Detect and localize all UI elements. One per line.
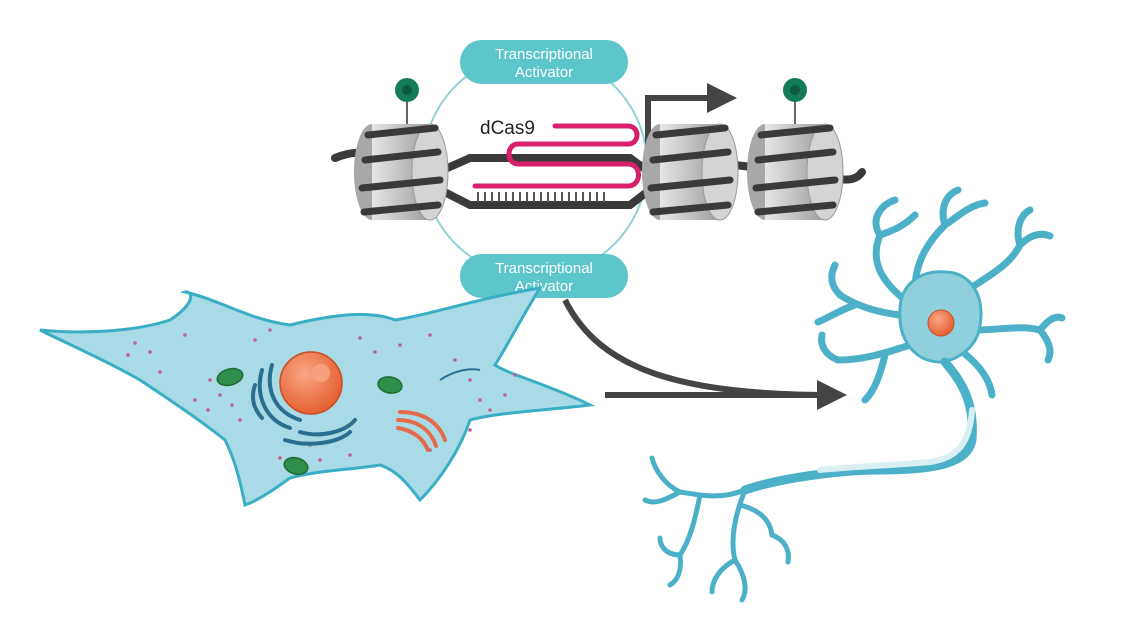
dcas9-label: dCas9 [480,118,535,139]
activator-top: Transcriptional Activator [460,40,628,84]
nucleosome-right-1 [642,123,739,221]
endoplasmic-reticulum [251,363,357,446]
nucleosome-left [354,78,449,221]
mitochondria [216,367,403,476]
transcription-arrow [645,83,737,150]
activator-top-line1: Transcriptional [495,46,593,63]
fibroblast-cell [39,285,596,507]
activator-bottom-line1: Transcriptional [495,260,593,277]
dcas9-guide-rna [472,123,641,189]
fibroblast-nucleus [279,351,343,415]
golgi-apparatus [396,410,447,452]
guide-rna-bases [477,192,605,202]
neuron [642,186,1066,603]
activator-bottom: Transcriptional Activator [460,254,628,298]
nucleosome-right-2 [747,78,844,221]
neuron-nucleus [927,309,955,337]
conversion-arrows [562,298,847,410]
activator-top-line2: Activator [515,64,573,81]
